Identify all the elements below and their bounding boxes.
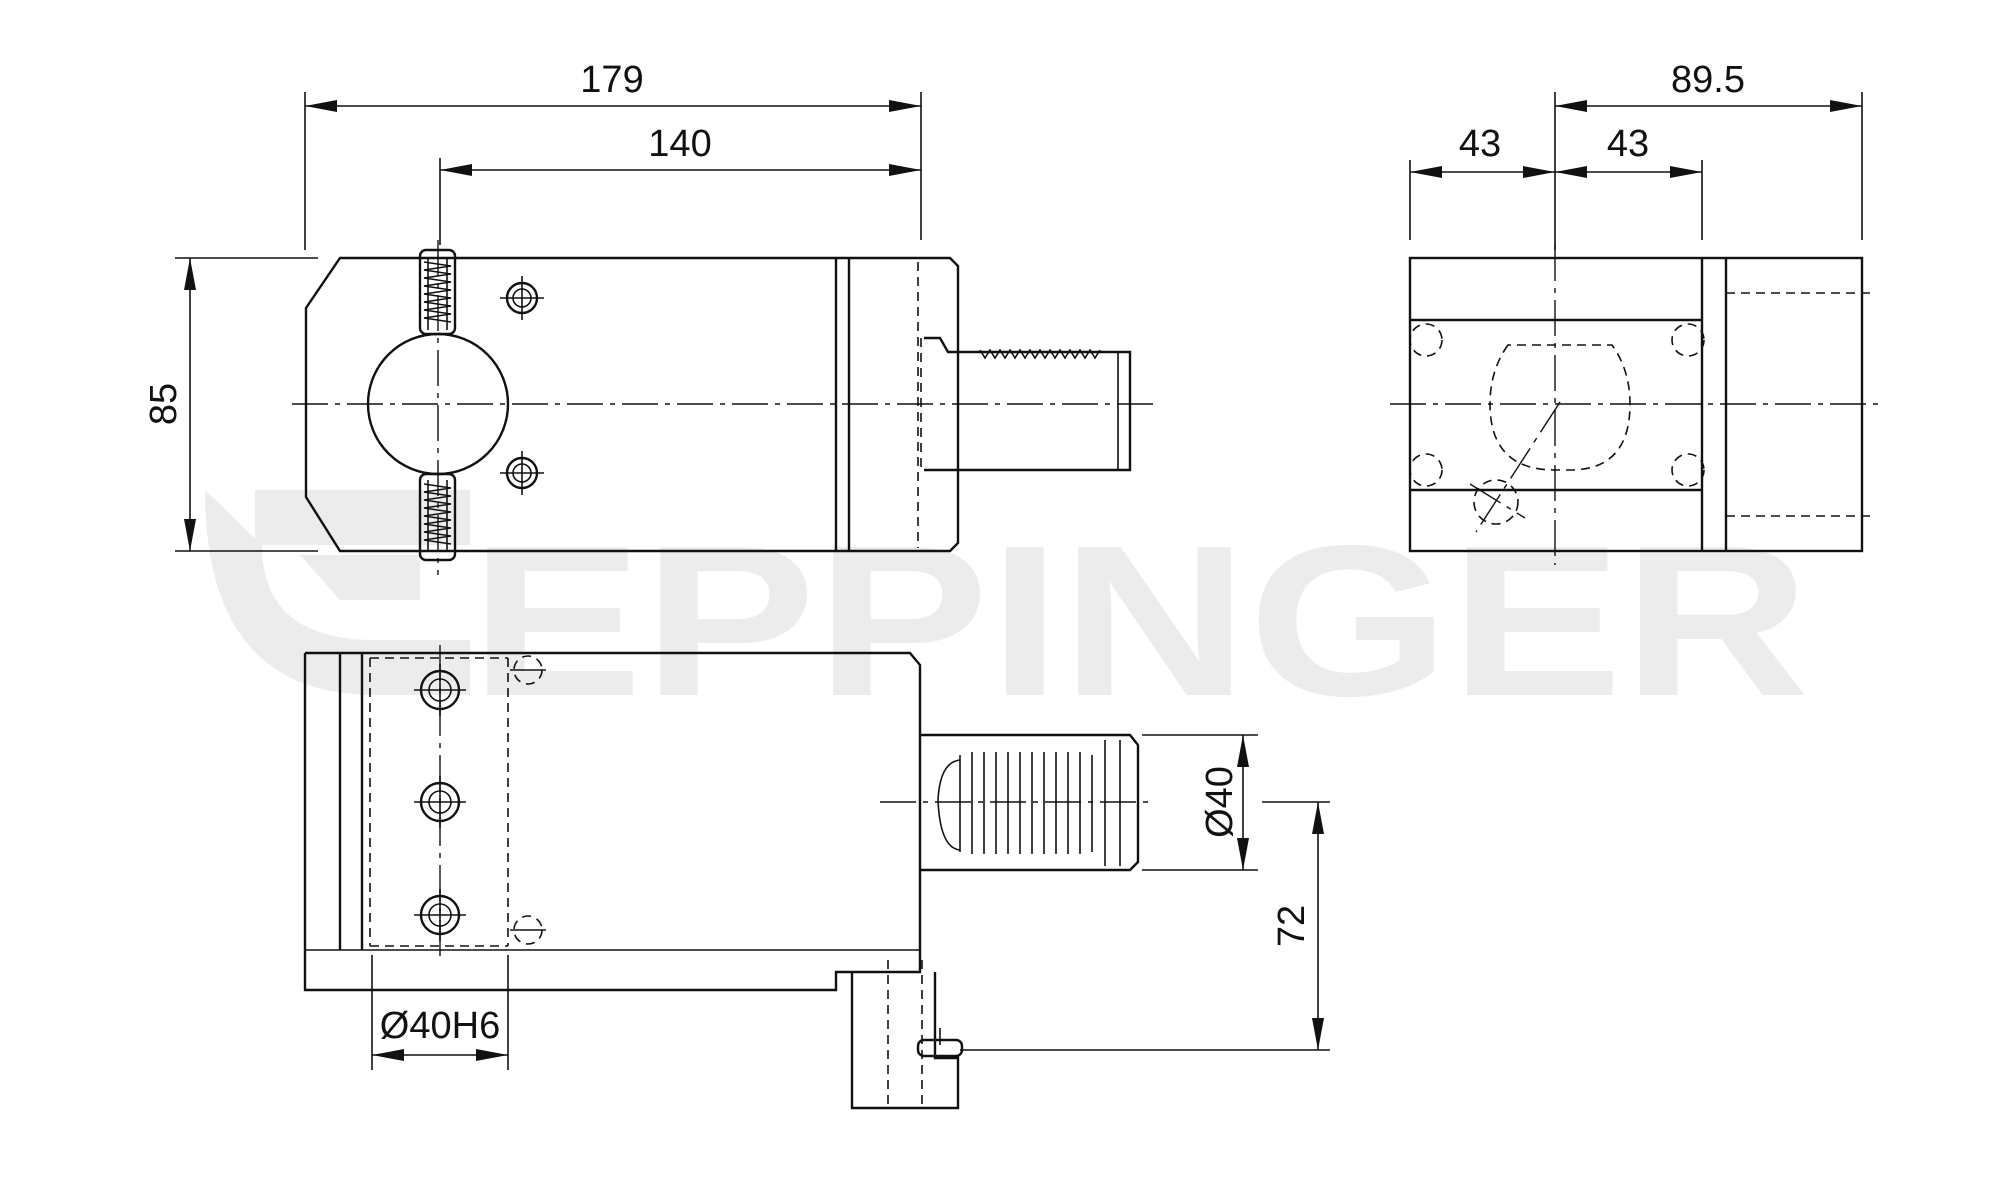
dim-shank-to-front-label: 140 [648, 123, 711, 165]
front-shank [924, 336, 1132, 472]
dim-center-height: 72 [960, 801, 1330, 1051]
dim-side-half-left-label: 43 [1459, 123, 1501, 165]
dim-height-label: 85 [143, 383, 185, 425]
dim-shank-diameter-label: Ø40 [1199, 766, 1241, 838]
side-bore-hidden [1489, 344, 1631, 471]
top-view [303, 645, 1150, 1110]
dim-shank-to-front: 140 [439, 123, 921, 245]
top-coolant-block [850, 960, 964, 1110]
dim-bore-diameter-label: Ø40H6 [380, 1005, 500, 1047]
dim-height: 85 [143, 257, 318, 552]
side-corner-holes [1409, 323, 1705, 487]
eppinger-wordmark: EPPINGER [470, 500, 1810, 741]
side-angled-hole [1469, 401, 1561, 533]
eppinger-watermark: EPPINGER [205, 490, 1810, 741]
front-screw-hole-lower [500, 451, 544, 495]
front-view [292, 240, 1160, 575]
dim-side-halves: 43 43 [1409, 123, 1703, 240]
dim-shank-diameter: Ø40 [1142, 734, 1258, 871]
top-hidden-side-holes [510, 655, 548, 945]
top-shank [920, 733, 1140, 872]
dim-side-width-total-label: 89.5 [1671, 59, 1745, 101]
top-shank-threads [959, 752, 1093, 854]
dim-side-half-right-label: 43 [1607, 123, 1649, 165]
eppinger-logo-mark [205, 490, 470, 695]
front-screw-hole-upper [500, 276, 544, 320]
dim-center-height-label: 72 [1271, 905, 1313, 947]
front-body-outline [304, 256, 960, 553]
dim-overall-length-label: 179 [580, 59, 643, 101]
dim-overall-length: 179 [304, 59, 922, 250]
dim-bore-diameter: Ø40H6 [371, 955, 509, 1070]
side-view [1390, 245, 1880, 565]
dim-side-width-total: 89.5 [1554, 59, 1863, 250]
top-body-outline [303, 651, 922, 992]
